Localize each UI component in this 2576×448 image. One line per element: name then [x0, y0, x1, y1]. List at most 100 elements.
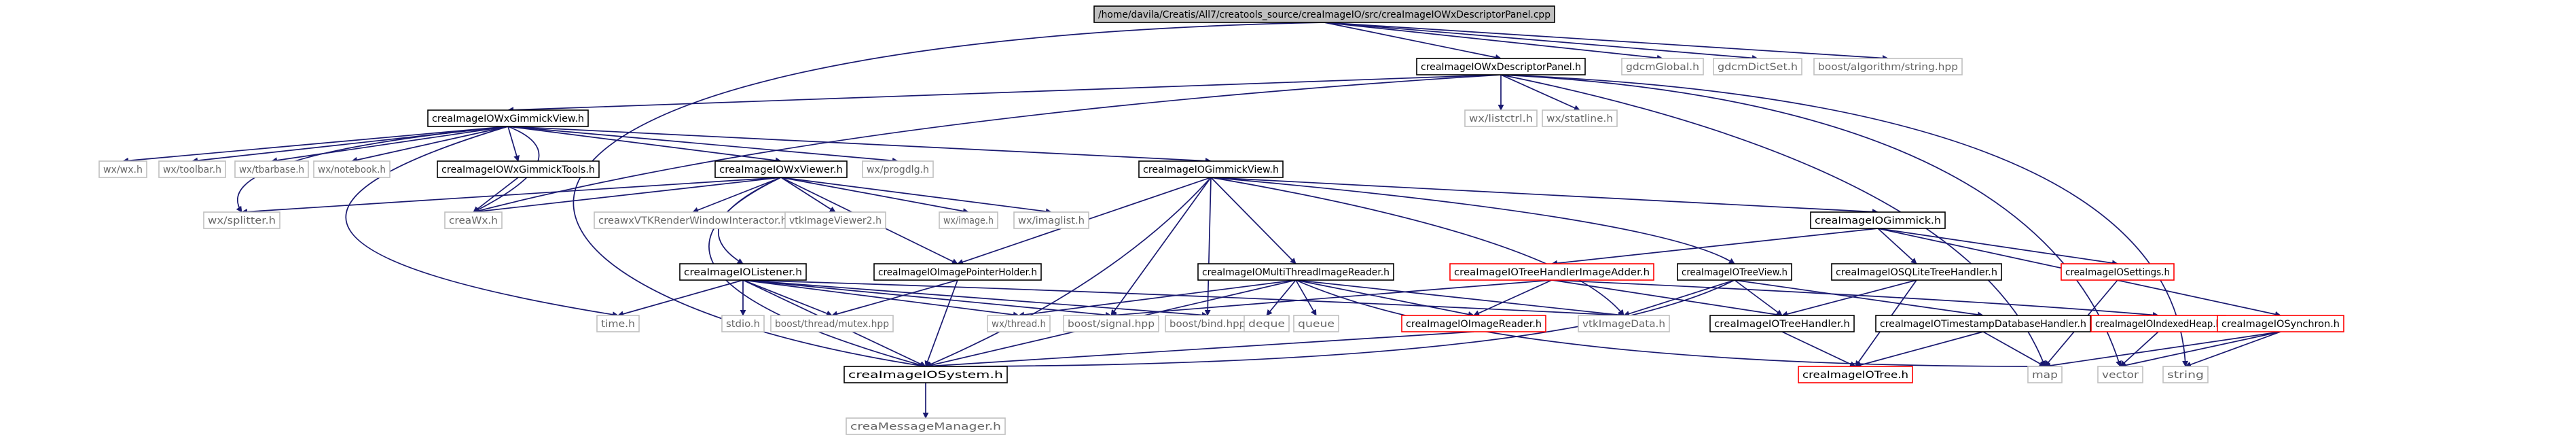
- node-system[interactable]: creaImageIOSystem.h: [843, 366, 1008, 383]
- node-deque[interactable]: deque: [1244, 315, 1290, 332]
- node-pointerholder[interactable]: creaImageIOImagePointerHolder.h: [873, 263, 1042, 281]
- edge-descpanel-to-vector: [1500, 74, 2122, 367]
- node-wxstatline[interactable]: wx/statline.h: [1542, 109, 1618, 127]
- node-label: wx/statline.h: [1546, 114, 1613, 124]
- edge-multithread-to-wxthread: [1018, 279, 1296, 318]
- edge-gimmickview-to-bind: [1204, 177, 1212, 316]
- node-map[interactable]: map: [2027, 366, 2063, 383]
- node-wxtoolbar[interactable]: wx/toolbar.h: [158, 160, 226, 178]
- edge-imagereader-to-system: [925, 331, 1474, 369]
- edge-listener-to-time: [617, 279, 744, 317]
- node-wximaglist[interactable]: wx/imaglist.h: [1013, 211, 1089, 229]
- node-label: wx/listctrl.h: [1469, 114, 1533, 124]
- node-wxthread[interactable]: wx/thread.h: [987, 315, 1051, 332]
- edge-root-to-boostalgo: [1324, 22, 1889, 61]
- edge-descpanel-to-string: [1500, 74, 2189, 367]
- edge-gimmickview-to-vtkimagedata: [1210, 177, 1625, 316]
- node-wxviewer[interactable]: creaImageIOWxViewer.h: [714, 160, 848, 178]
- node-label: vtkImageData.h: [1582, 319, 1665, 330]
- node-sqlite[interactable]: creaImageIOSQLiteTreeHandler.h: [1831, 263, 2002, 281]
- edge-gimmickview_wx-to-wxtbarbase: [271, 126, 509, 164]
- node-indexedheap[interactable]: creaImageIOIndexedHeap.h: [2090, 315, 2226, 332]
- node-label: time.h: [601, 319, 635, 330]
- node-gimmicktools[interactable]: creaImageIOWxGimmickTools.h: [437, 160, 600, 178]
- node-box: [437, 160, 600, 178]
- node-vtkrwi[interactable]: creawxVTKRenderWindowInteractor.h: [594, 211, 792, 229]
- node-signal[interactable]: boost/signal.hpp: [1063, 315, 1159, 332]
- node-wxnotebook[interactable]: wx/notebook.h: [313, 160, 391, 178]
- node-multithread[interactable]: creaImageIOMultiThreadImageReader.h: [1197, 263, 1394, 281]
- node-wxlistctrl[interactable]: wx/listctrl.h: [1464, 109, 1538, 127]
- edge-gimmickview_wx-to-gimmicktools: [507, 126, 520, 162]
- node-boostalgo[interactable]: boost/algorithm/string.hpp: [1813, 58, 1963, 75]
- node-treehandler[interactable]: creaImageIOTreeHandler.h: [1709, 315, 1855, 332]
- node-tree[interactable]: creaImageIOTree.h: [1798, 366, 1913, 383]
- node-label: creaImageIOWxGimmickView.h: [432, 114, 584, 124]
- node-box: [1713, 58, 1802, 75]
- node-synchron[interactable]: creaImageIOSynchron.h: [2217, 315, 2344, 332]
- node-box: [2162, 366, 2209, 383]
- node-label: boost/algorithm/string.hpp: [1818, 62, 1958, 73]
- edge-wxviewer-to-wximage: [780, 177, 969, 214]
- node-vtkviewer2[interactable]: vtkImageViewer2.h: [784, 211, 886, 229]
- node-gimmick[interactable]: creaImageIOGimmick.h: [1810, 211, 1946, 229]
- node-label: boost/signal.hpp: [1068, 319, 1155, 330]
- node-box: [203, 211, 280, 229]
- node-stdio[interactable]: stdio.h: [721, 315, 765, 332]
- node-treeview[interactable]: creaImageIOTreeView.h: [1677, 263, 1792, 281]
- node-label: creaImageIOGimmickView.h: [1143, 165, 1279, 175]
- node-mutex[interactable]: boost/thread/mutex.hpp: [770, 315, 894, 332]
- node-imagereader[interactable]: creaImageIOImageReader.h: [1401, 315, 1546, 332]
- node-gimmickview_wx[interactable]: creaImageIOWxGimmickView.h: [427, 109, 589, 127]
- node-wxtbarbase[interactable]: wx/tbarbase.h: [234, 160, 309, 178]
- edge-gimmickview-to-signal: [1110, 177, 1212, 316]
- node-box: [1464, 109, 1538, 127]
- node-queue[interactable]: queue: [1293, 315, 1339, 332]
- node-box: [444, 211, 503, 229]
- node-creawx[interactable]: creaWx.h: [444, 211, 503, 229]
- edge-timestampdb-to-map: [1982, 331, 2046, 367]
- edge-treeview-to-timestampdb: [1734, 279, 1984, 318]
- node-gimmickview[interactable]: creaImageIOGimmickView.h: [1138, 160, 1284, 178]
- node-gdcmdictset[interactable]: gdcmDictSet.h: [1713, 58, 1802, 75]
- node-wxsplitter[interactable]: wx/splitter.h: [203, 211, 280, 229]
- node-messagemanager[interactable]: creaMessageManager.h: [846, 417, 1006, 435]
- node-wximage[interactable]: wx/image.h: [939, 211, 998, 229]
- node-box: [1416, 58, 1586, 75]
- node-label: creaImageIOImageReader.h: [1406, 319, 1542, 330]
- edge-gimmickview_wx-to-wxnotebook: [351, 126, 509, 163]
- node-box: [1813, 58, 1963, 75]
- node-string[interactable]: string: [2162, 366, 2209, 383]
- node-label: creaImageIOTreeView.h: [1682, 267, 1788, 278]
- node-descpanel[interactable]: creaImageIOWxDescriptorPanel.h: [1416, 58, 1586, 75]
- node-label: vtkImageViewer2.h: [789, 216, 882, 226]
- node-box: [427, 109, 589, 127]
- node-label: creaImageIOTreeHandlerImageAdder.h: [1454, 267, 1650, 278]
- node-treehandlerreader[interactable]: creaImageIOTreeHandlerImageAdder.h: [1449, 263, 1654, 281]
- node-wxwx[interactable]: wx/wx.h: [98, 160, 147, 178]
- node-vtkimagedata[interactable]: vtkImageData.h: [1578, 315, 1670, 332]
- node-box: [1197, 263, 1394, 281]
- node-listener[interactable]: creaImageIOListener.h: [679, 263, 807, 281]
- node-gdcmglobal[interactable]: gdcmGlobal.h: [1621, 58, 1704, 75]
- node-box: [1831, 263, 2002, 281]
- node-wxprogdlg[interactable]: wx/progdlg.h: [862, 160, 934, 178]
- node-vector[interactable]: vector: [2097, 366, 2143, 383]
- edge-multithread-to-queue: [1295, 279, 1317, 316]
- edge-root-to-descpanel: [1324, 22, 1502, 61]
- node-bind[interactable]: boost/bind.hpp: [1165, 315, 1250, 332]
- node-label: creaImageIOWxViewer.h: [719, 165, 843, 175]
- edge-treeview-to-treehandler: [1734, 279, 1783, 316]
- node-box: [1293, 315, 1339, 332]
- node-label: wx/splitter.h: [208, 216, 276, 226]
- edge-gimmickview-to-multithread: [1210, 177, 1296, 264]
- edge-gimmickview-to-gimmick: [1210, 177, 1879, 216]
- node-time[interactable]: time.h: [596, 315, 640, 332]
- node-label: wx/notebook.h: [318, 165, 386, 175]
- node-label: map: [2032, 370, 2058, 381]
- file-nodes: /home/davila/Creatis/All7/creatools_sour…: [98, 5, 2344, 435]
- node-settings[interactable]: creaImageIOSettings.h: [2061, 263, 2175, 281]
- edge-wxviewer-to-wxsplitter: [241, 177, 782, 215]
- node-timestampdb[interactable]: creaImageIOTimestampDatabaseHandler.h: [1875, 315, 2091, 332]
- node-box: [1165, 315, 1250, 332]
